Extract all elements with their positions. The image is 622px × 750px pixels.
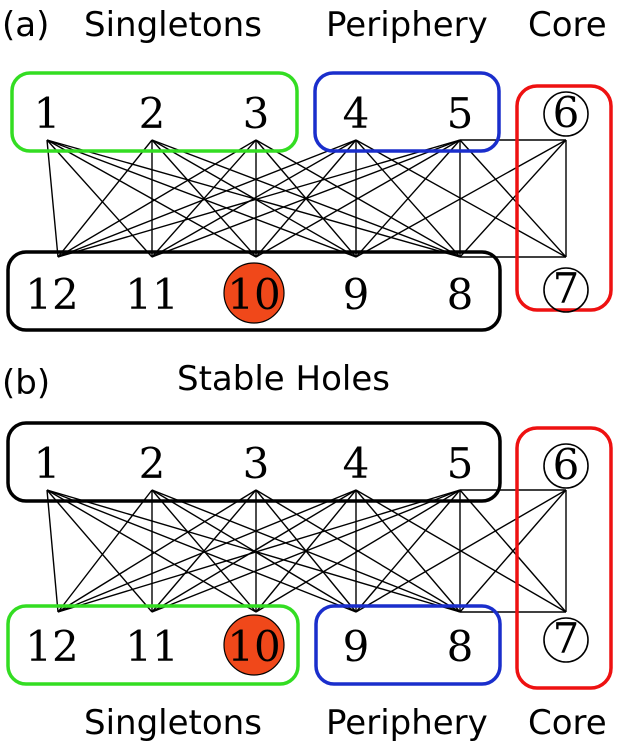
- panel-a-edges: [46, 139, 567, 258]
- panel-b-core-nodes: 6 7: [543, 440, 589, 663]
- node-label: 12: [25, 622, 78, 671]
- node-label: 3: [243, 439, 270, 488]
- panel-a-core-nodes: 6 7: [543, 88, 589, 313]
- core-node-ring: [543, 617, 589, 663]
- panel-a: (a) Singletons Periphery Core: [2, 5, 613, 332]
- node-label: 7: [553, 614, 580, 663]
- node-label: 10: [227, 622, 280, 671]
- node-label: 7: [553, 264, 580, 313]
- node-label: 9: [343, 622, 370, 671]
- node-label: 4: [343, 439, 370, 488]
- node-label: 9: [343, 270, 370, 319]
- panel-a-periphery-label: Periphery: [326, 5, 488, 45]
- panel-b-center-label: Stable Holes: [177, 359, 390, 399]
- node-label: 11: [125, 622, 178, 671]
- panel-b-periphery-box: [314, 604, 502, 686]
- panel-a-singletons-label: Singletons: [84, 5, 262, 45]
- panel-a-bottom-nodes: 12 11 10 9 8: [25, 270, 473, 319]
- node-label: 6: [553, 88, 580, 137]
- node-label: 10: [227, 270, 280, 319]
- node-label: 5: [447, 439, 474, 488]
- panel-b-holes-box: [6, 421, 502, 503]
- node-label: 2: [139, 89, 166, 138]
- panel-b-core-box: [515, 426, 613, 690]
- node-label: 11: [125, 270, 178, 319]
- panel-a-highlighted-node: [223, 262, 285, 324]
- panel-b-singletons-box: [6, 604, 300, 686]
- panel-b-bottom-nodes: 12 11 10 9 8: [25, 622, 473, 671]
- node-label: 8: [447, 622, 474, 671]
- node-label: 2: [139, 439, 166, 488]
- node-label: 8: [447, 270, 474, 319]
- panel-b-highlighted-node: [223, 614, 285, 676]
- panel-b-label: (b): [2, 363, 50, 403]
- node-label: 4: [343, 89, 370, 138]
- node-label: 5: [447, 89, 474, 138]
- node-label: 1: [34, 439, 61, 488]
- panel-a-top-nodes: 1 2 3 4 5: [34, 89, 474, 138]
- panel-a-core-box: [515, 84, 613, 312]
- panel-a-core-label: Core: [528, 5, 607, 45]
- node-label: 12: [25, 270, 78, 319]
- node-label: 6: [553, 440, 580, 489]
- panel-b-edges: [46, 489, 567, 613]
- panel-b: (b) Stable Holes: [2, 359, 613, 743]
- core-node-ring: [543, 91, 589, 137]
- panel-a-periphery-box: [313, 71, 501, 153]
- core-node-ring: [543, 443, 589, 489]
- panel-b-periphery-label: Periphery: [326, 703, 488, 743]
- panel-a-singletons-box: [10, 71, 299, 153]
- panel-b-singletons-label: Singletons: [84, 703, 262, 743]
- panel-b-top-nodes: 1 2 3 4 5: [34, 439, 474, 488]
- panel-b-core-label: Core: [528, 703, 607, 743]
- panel-a-label: (a): [2, 5, 49, 45]
- node-label: 1: [34, 89, 61, 138]
- panel-a-holes-box: [6, 250, 502, 332]
- node-label: 3: [243, 89, 270, 138]
- core-node-ring: [543, 267, 589, 313]
